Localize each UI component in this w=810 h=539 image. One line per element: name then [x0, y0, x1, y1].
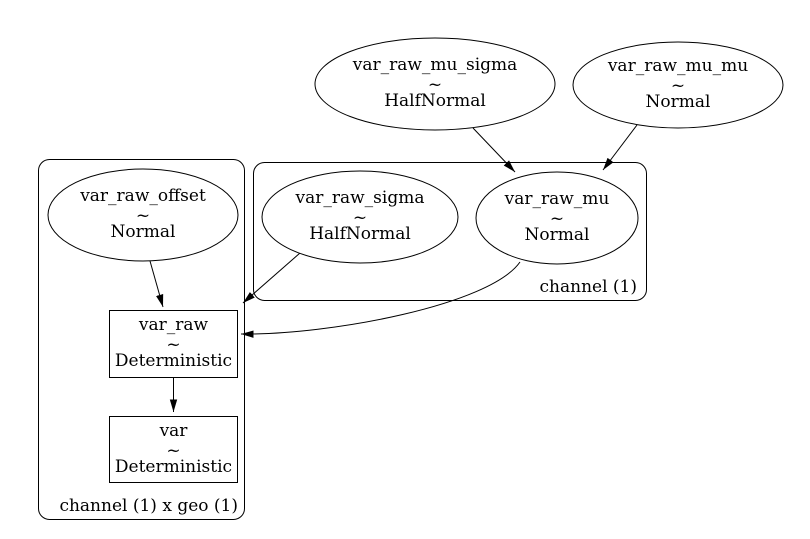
node-var-raw-op: ~	[166, 335, 180, 355]
node-var-raw-mu-mu-name: var_raw_mu_mu	[607, 56, 748, 76]
node-var: var ~ Deterministic	[109, 416, 238, 483]
cluster-channel-x-geo-label: channel (1) x geo (1)	[59, 496, 238, 516]
node-var-raw-mu-sigma-op: ~	[428, 75, 442, 95]
node-var-raw-mu-mu-dist: Normal	[646, 92, 711, 112]
node-var-dist: Deterministic	[115, 457, 232, 477]
node-var-raw-mu-mu-op: ~	[671, 76, 685, 96]
node-var-raw-mu-shape	[475, 171, 639, 265]
node-var-raw-offset-shape	[47, 168, 239, 262]
node-var-raw-offset-op: ~	[136, 206, 150, 226]
node-var-shape	[109, 416, 238, 483]
node-var-raw-dist: Deterministic	[115, 351, 232, 371]
cluster-channel: channel (1)	[253, 162, 647, 301]
node-var-raw-mu-mu: var_raw_mu_mu ~ Normal	[572, 41, 784, 129]
cluster-channel-border	[253, 162, 647, 301]
cluster-channel-x-geo-border	[38, 159, 245, 520]
node-var-raw-sigma-shape	[261, 170, 459, 264]
edge-var-raw-mu-to-var-raw	[240, 261, 521, 338]
node-var-raw-mu-name: var_raw_mu	[504, 189, 610, 209]
node-var-raw-mu-sigma-dist: HalfNormal	[384, 91, 486, 111]
node-var-raw-mu-sigma-shape	[314, 37, 556, 131]
node-var-raw-offset-dist: Normal	[111, 222, 176, 242]
node-var-raw-sigma: var_raw_sigma ~ HalfNormal	[261, 170, 459, 264]
node-var-raw-sigma-op: ~	[353, 208, 367, 228]
node-var-raw-offset: var_raw_offset ~ Normal	[47, 168, 239, 262]
cluster-channel-x-geo: channel (1) x geo (1)	[38, 159, 245, 520]
node-var-raw-mu: var_raw_mu ~ Normal	[475, 171, 639, 265]
node-var-raw-sigma-name: var_raw_sigma	[295, 188, 425, 208]
node-var-op: ~	[166, 441, 180, 461]
node-var-raw-mu-sigma-name: var_raw_mu_sigma	[352, 55, 518, 75]
node-var-raw-offset-name: var_raw_offset	[79, 186, 206, 206]
node-var-raw-mu-dist: Normal	[525, 225, 590, 245]
node-var-raw-name: var_raw	[138, 315, 209, 335]
node-var-raw-mu-op: ~	[550, 209, 564, 229]
cluster-channel-label: channel (1)	[540, 277, 637, 297]
edges	[149, 124, 638, 412]
node-var-raw-mu-mu-shape	[572, 41, 784, 129]
node-var-raw: var_raw ~ Deterministic	[109, 310, 238, 378]
node-var-raw-mu-sigma: var_raw_mu_sigma ~ HalfNormal	[314, 37, 556, 131]
edge-var-raw-sigma-to-var-raw	[242, 252, 301, 304]
node-var-name: var	[159, 421, 189, 441]
edge-var-raw-mu-mu-to-var-raw-mu	[602, 124, 638, 171]
edge-var-raw-offset-to-var-raw	[149, 260, 164, 308]
edge-var-raw-mu-sigma-to-var-raw-mu	[472, 127, 516, 173]
node-var-raw-shape	[109, 310, 238, 378]
node-var-raw-sigma-dist: HalfNormal	[309, 224, 411, 244]
